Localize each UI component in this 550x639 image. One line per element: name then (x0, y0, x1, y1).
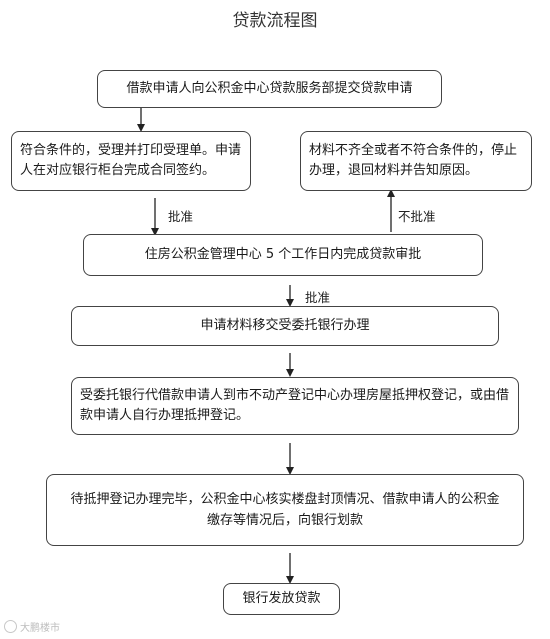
node-accept-text: 符合条件的，受理并打印受理单。申请人在对应银行柜台完成合同签约。 (20, 143, 242, 178)
node-reject: 材料不齐全或者不符合条件的，停止办理，退回材料并告知原因。 (300, 131, 532, 191)
watermark-text: 大鹏楼市 (20, 623, 60, 634)
node-transfer-text: 申请材料移交受委托银行办理 (200, 318, 370, 333)
edge-label-approved-2: 批准 (305, 290, 331, 305)
node-approve-text: 住房公积金管理中心 5 个工作日内完成贷款审批 (144, 247, 422, 262)
node-release: 银行发放贷款 (223, 583, 340, 615)
edge-label-not-approved: 不批准 (398, 209, 436, 224)
node-transfer: 申请材料移交受委托银行办理 (71, 306, 499, 346)
node-reject-text: 材料不齐全或者不符合条件的，停止办理，退回材料并告知原因。 (309, 143, 518, 178)
node-mortgage-text: 受委托银行代借款申请人到市不动产登记中心办理房屋抵押权登记，或由借款申请人自行办… (80, 388, 510, 423)
edge-label-approved-1: 批准 (168, 209, 194, 224)
page-title: 贷款流程图 (232, 11, 318, 31)
node-verify: 待抵押登记办理完毕，公积金中心核实楼盘封顶情况、借款申请人的公积金 缴存等情况后… (46, 474, 524, 546)
watermark: 大鹏楼市 (4, 619, 60, 634)
node-verify-text-line2: 缴存等情况后，向银行划款 (206, 513, 363, 528)
node-approve: 住房公积金管理中心 5 个工作日内完成贷款审批 (83, 234, 483, 276)
node-mortgage: 受委托银行代借款申请人到市不动产登记中心办理房屋抵押权登记，或由借款申请人自行办… (71, 377, 519, 435)
node-apply: 借款申请人向公积金中心贷款服务部提交贷款申请 (97, 70, 442, 108)
node-verify-text-line1: 待抵押登记办理完毕，公积金中心核实楼盘封顶情况、借款申请人的公积金 (70, 492, 500, 507)
node-apply-text: 借款申请人向公积金中心贷款服务部提交贷款申请 (126, 81, 413, 96)
node-release-text: 银行发放贷款 (242, 591, 321, 606)
watermark-logo-icon (4, 620, 17, 633)
node-accept: 符合条件的，受理并打印受理单。申请人在对应银行柜台完成合同签约。 (11, 131, 251, 191)
